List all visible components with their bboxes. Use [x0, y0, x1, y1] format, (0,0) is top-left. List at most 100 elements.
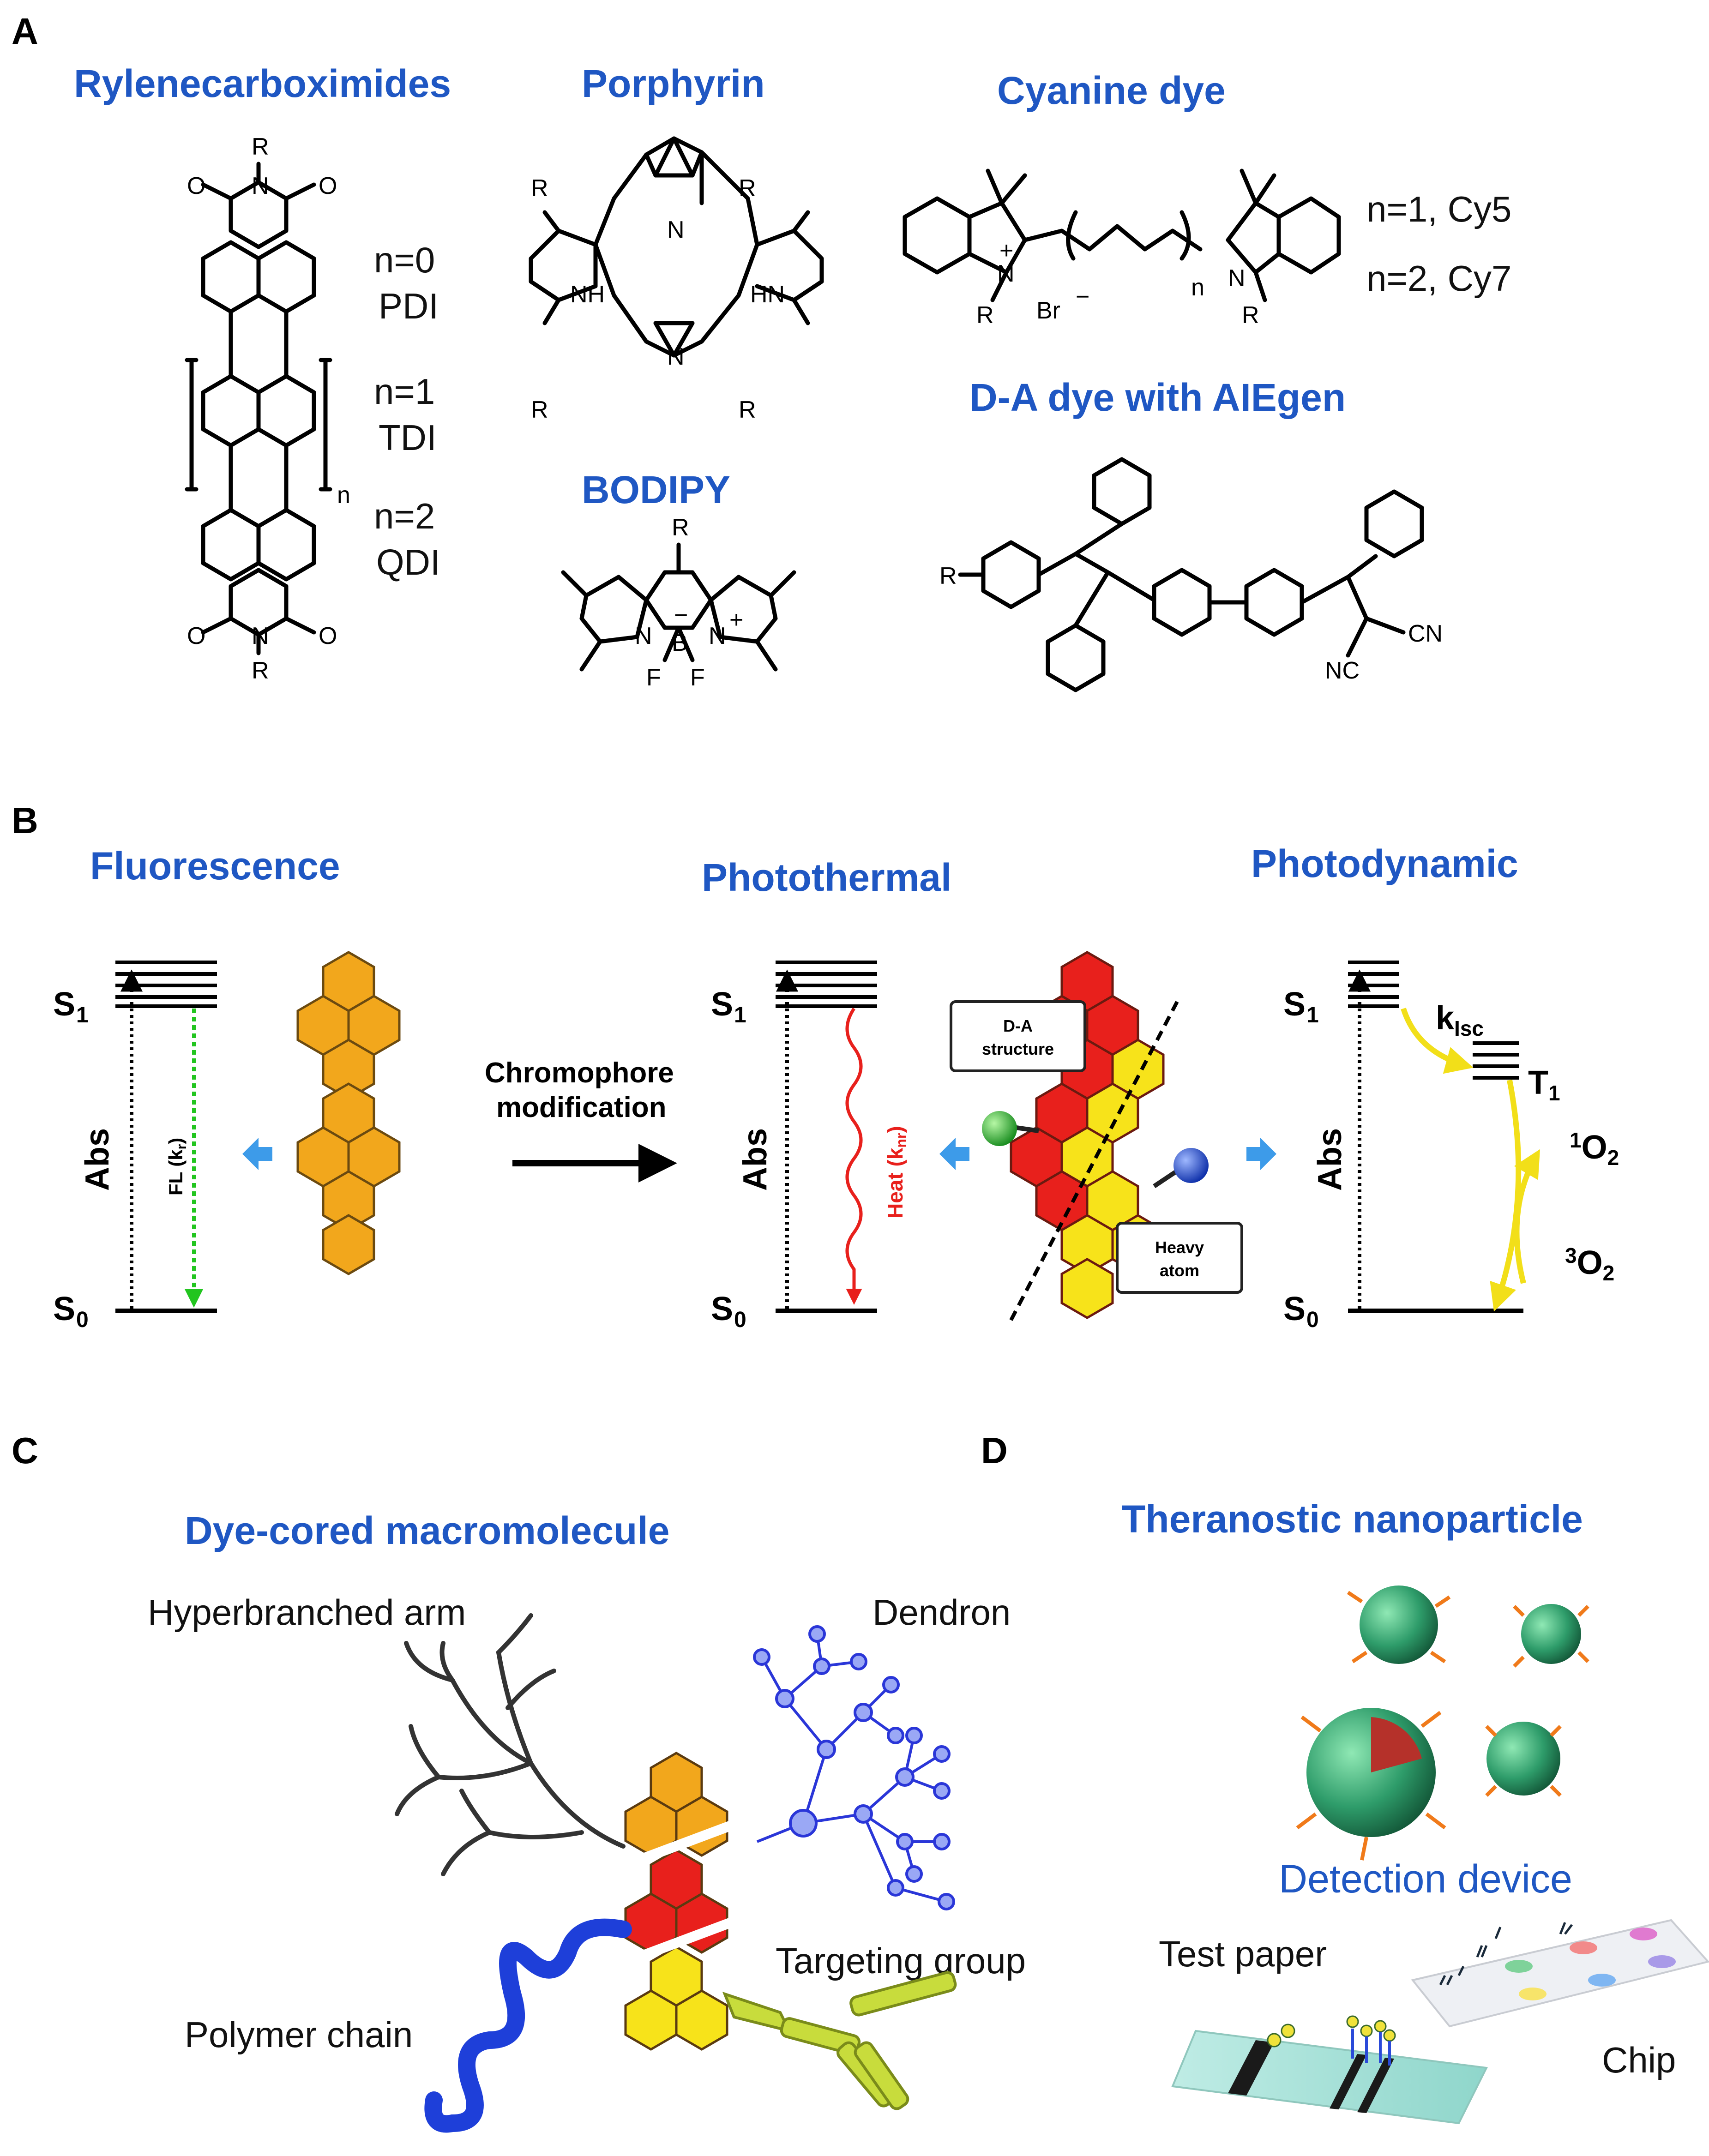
detection-device-label: Detection device: [1279, 1857, 1572, 1901]
porphyrin-nh: NH: [570, 281, 605, 308]
photothermal-arrow: [939, 1138, 969, 1170]
hyperbranched-arm: [395, 1613, 626, 1876]
porphyrin-title: Porphyrin: [582, 62, 765, 105]
porphyrin-r-tr: R: [739, 175, 756, 202]
label-cy5: n=1, Cy5: [1366, 189, 1511, 229]
bodipy-f-left: F: [646, 664, 661, 691]
split-line: [1009, 1001, 1179, 1321]
fl-s1: S: [53, 986, 75, 1023]
cyanine-r-left: R: [976, 302, 994, 329]
pt-s0-sub: 0: [734, 1308, 746, 1332]
fl-abs: Abs: [79, 1128, 116, 1191]
rylene-n-bottom: N: [252, 623, 269, 649]
porphyrin-hn: HN: [750, 281, 785, 308]
nanoparticle-3: [1486, 1722, 1560, 1796]
pd-s1: S: [1283, 986, 1306, 1023]
pd-s1-sub: 1: [1306, 1003, 1319, 1027]
triplet-oxygen-label: 3O2: [1565, 1243, 1614, 1285]
label-pdi: PDI: [379, 286, 439, 326]
pd-abs: Abs: [1312, 1128, 1348, 1191]
panel-label-a: A: [12, 11, 38, 52]
porphyrin-n-bottom: N: [667, 343, 685, 370]
da-structure-box: D-A structure: [950, 1000, 1086, 1072]
bodipy-plus: +: [729, 607, 743, 633]
photothermal-diagram: S 1 S 0 Abs Heat (knr): [711, 961, 909, 1332]
nanoparticle-cutaway: [1371, 1717, 1422, 1772]
bodipy-r: R: [672, 514, 689, 541]
rylene-o-bottom-left: O: [187, 623, 205, 649]
core-divider-1: [612, 1809, 764, 1874]
fl-label: FL (kr): [165, 1138, 189, 1195]
fluorescence-title: Fluorescence: [90, 844, 340, 888]
label-n0: n=0: [374, 240, 435, 280]
dendron-label: Dendron: [873, 1592, 1011, 1633]
macromolecule-title: Dye-cored macromolecule: [185, 1509, 669, 1552]
targeting-label: Targeting group: [776, 1940, 1026, 1981]
cyanine-br: Br: [1036, 297, 1060, 324]
dye-core: [624, 1752, 728, 2051]
fl-s0-sub: 0: [76, 1308, 89, 1332]
panel-label-d: D: [981, 1430, 1008, 1471]
chip-label: Chip: [1602, 2040, 1676, 2080]
da-dye-cn: CN: [1408, 620, 1443, 647]
rylene-r-top: R: [252, 133, 269, 160]
da-dye-nc: NC: [1325, 657, 1360, 684]
bodipy-structure: R N N B − + F F: [561, 514, 796, 691]
pt-s1-sub: 1: [734, 1003, 746, 1027]
pt-s1: S: [711, 986, 733, 1023]
photodynamic-title: Photodynamic: [1251, 842, 1518, 885]
panel-label-c: C: [12, 1430, 38, 1471]
photodynamic-arrow: [1246, 1138, 1276, 1170]
photothermal-title: Photothermal: [702, 856, 951, 899]
rylene-o-top-left: O: [187, 173, 205, 199]
fl-s0: S: [53, 1291, 75, 1327]
chromophore-label-2: modification: [496, 1092, 667, 1123]
label-n2: n=2: [374, 496, 435, 536]
fluorescence-arrow: [242, 1138, 272, 1170]
porphyrin-r-br: R: [739, 396, 756, 423]
nanoparticle-title: Theranostic nanoparticle: [1122, 1497, 1583, 1541]
core-divider-2: [612, 1906, 764, 1971]
photodynamic-diagram: S 1 S 0 Abs kIsc T1 1O2 3O2: [1283, 961, 1619, 1332]
rylene-o-top-right: O: [319, 173, 337, 199]
rylene-o-bottom-right: O: [319, 623, 337, 649]
nanoparticles: [1296, 1585, 1589, 1861]
kisc-label: kIsc: [1436, 1000, 1484, 1040]
rylene-structure: N R O O n N R O O: [185, 133, 350, 684]
detection-chip: [1411, 1919, 1709, 2028]
t1-label: T1: [1528, 1064, 1560, 1105]
cyanine-title: Cyanine dye: [997, 69, 1226, 112]
pd-s0-sub: 0: [1306, 1308, 1319, 1332]
singlet-oxygen-label: 1O2: [1570, 1128, 1619, 1170]
label-n1: n=1: [374, 371, 435, 412]
da-box-line2: structure: [982, 1039, 1054, 1058]
panel-label-b: B: [12, 800, 38, 841]
fl-s1-sub: 1: [76, 1003, 89, 1027]
label-tdi: TDI: [379, 417, 437, 458]
porphyrin-n-top: N: [667, 216, 685, 243]
cyanine-minus: −: [1076, 283, 1089, 310]
bodipy-n-right: N: [709, 623, 726, 649]
dendron: [753, 1625, 955, 1910]
porphyrin-structure: N N NH HN R R R R: [529, 136, 824, 423]
test-paper-strip: [1171, 2015, 1488, 2125]
pt-abs: Abs: [737, 1128, 774, 1191]
pt-s0: S: [711, 1291, 733, 1327]
da-dye-r: R: [939, 563, 957, 589]
heavy-box-line1: Heavy: [1155, 1238, 1204, 1257]
porphyrin-r-tl: R: [531, 175, 548, 202]
rylene-title: Rylenecarboximides: [74, 62, 451, 105]
bodipy-title: BODIPY: [582, 468, 730, 511]
chromophore-label-1: Chromophore: [485, 1057, 674, 1089]
test-paper-label: Test paper: [1159, 1934, 1327, 1974]
hyperbranched-label: Hyperbranched arm: [148, 1592, 466, 1633]
polymer-label: Polymer chain: [185, 2014, 413, 2055]
bodipy-n-left: N: [635, 623, 652, 649]
label-cy7: n=2, Cy7: [1366, 258, 1511, 299]
rylene-r-bottom: R: [252, 657, 269, 684]
bodipy-minus: −: [674, 602, 688, 629]
da-box-line1: D-A: [1003, 1016, 1033, 1035]
da-dye-structure: R CN NC: [939, 457, 1443, 692]
rylene-repeat-n: n: [337, 482, 350, 509]
